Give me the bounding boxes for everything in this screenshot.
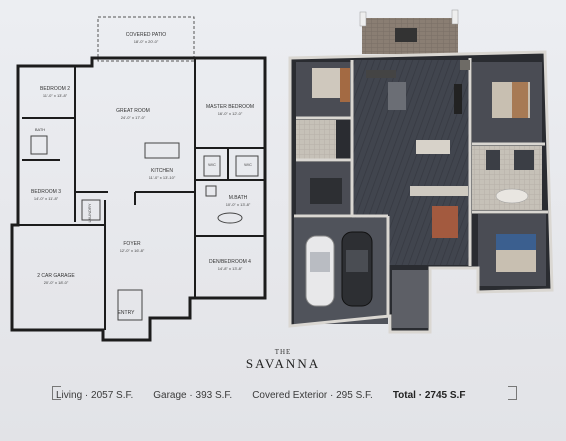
square-footage-summary: Living · 2057 S.F. Garage · 393 S.F. Cov…: [56, 390, 516, 401]
title-the: THE: [274, 348, 292, 356]
laundry-label: LAUNDRY: [87, 203, 92, 222]
wic2-label: W/C: [244, 162, 252, 167]
entry-label: ENTRY: [118, 310, 136, 316]
bath-label: BATH: [35, 127, 45, 132]
foyer-dim: 12'-0" x 16'-8": [120, 248, 145, 253]
kitchen-label: KITCHEN: [151, 168, 173, 174]
plan-title: SAVANNA: [245, 356, 321, 371]
total-sf: Total · 2745 S.F: [392, 390, 466, 401]
den-dim: 14'-8" x 13'-8": [218, 266, 243, 271]
great-room-label: GREAT ROOM: [116, 108, 150, 114]
garage-sf: Garage · 393 S.F.: [153, 390, 233, 401]
mbath-label: M.BATH: [229, 195, 248, 201]
master-label: MASTER BEDROOM: [206, 104, 254, 110]
bedroom2-dim: 11'-0" x 13'-8": [43, 93, 68, 98]
garage-label: 2 CAR GARAGE: [37, 273, 75, 279]
bracket-left: [52, 386, 61, 400]
bracket-right: [508, 386, 517, 400]
garage-dim: 20'-0" x 18'-0": [44, 280, 69, 285]
mbath-dim: 10'-0" x 13'-8": [226, 202, 251, 207]
bedroom3-dim: 14'-0" x 11'-8": [34, 196, 59, 201]
living-sf: Living · 2057 S.F.: [56, 390, 134, 401]
foyer-label: FOYER: [123, 241, 141, 247]
covered-sf: Covered Exterior · 295 S.F.: [252, 390, 373, 401]
bedroom2-label: BEDROOM 2: [40, 86, 70, 92]
den-label: DEN/BEDROOM 4: [209, 259, 251, 265]
kitchen-dim: 11'-0" x 13'-10": [149, 175, 176, 180]
patio-label: COVERED PATIO: [126, 32, 166, 38]
wic1-label: W/C: [208, 162, 216, 167]
patio-dim: 18'-0" x 20'-0": [134, 39, 159, 44]
master-dim: 16'-0" x 12'-0": [218, 111, 243, 116]
great-room-dim: 24'-0" x 17'-0": [121, 115, 146, 120]
bedroom3-label: BEDROOM 3: [31, 189, 61, 195]
